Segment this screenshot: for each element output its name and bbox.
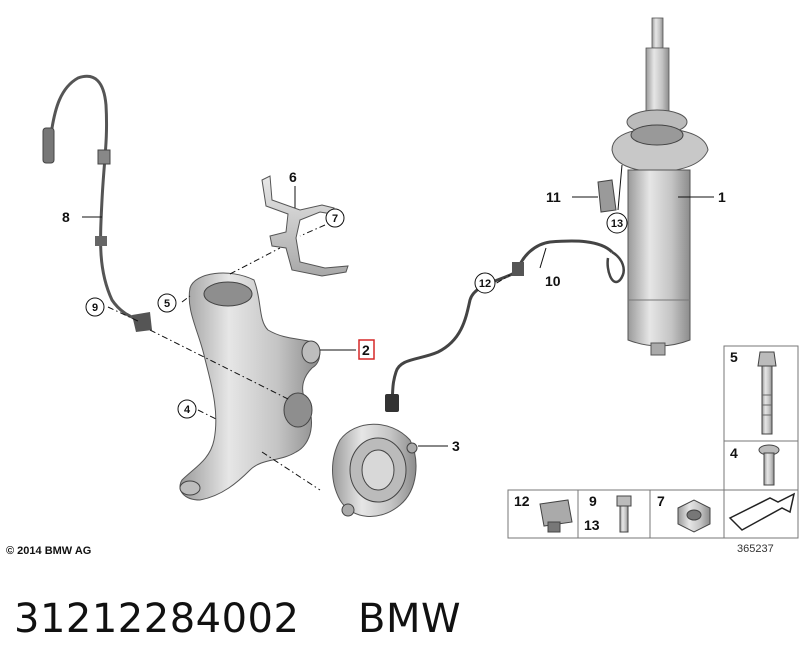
bolt-long-icon [757, 351, 777, 435]
callout-10[interactable]: 10 [545, 273, 561, 289]
screw-icon [616, 495, 632, 533]
callout-5-circle[interactable]: 5 [157, 293, 177, 313]
legend-9[interactable]: 9 [589, 493, 597, 509]
callout-4-circle[interactable]: 4 [177, 399, 197, 419]
legend-12[interactable]: 12 [514, 493, 530, 509]
legend-13[interactable]: 13 [584, 517, 600, 533]
callout-5: 5 [164, 298, 170, 310]
shock-absorber [597, 17, 709, 356]
highlight-box [358, 339, 375, 360]
callout-13: 13 [611, 218, 623, 230]
leader-lines [82, 164, 714, 491]
callout-9: 9 [92, 302, 98, 314]
brand-name: BMW [358, 596, 461, 642]
callout-3[interactable]: 3 [452, 438, 460, 454]
legend-4[interactable]: 4 [730, 445, 738, 461]
callout-2[interactable]: 2 [362, 342, 370, 358]
bolt-short-icon [758, 444, 780, 486]
callout-11[interactable]: 11 [546, 189, 561, 205]
callout-6[interactable]: 6 [289, 169, 297, 185]
bracket [261, 175, 349, 277]
wheel-speed-sensor [42, 74, 152, 332]
legend-7[interactable]: 7 [657, 493, 665, 509]
fastener-legend: 5 4 12 9 13 7 [507, 345, 799, 539]
callout-9-circle[interactable]: 9 [85, 297, 105, 317]
clip-icon [539, 499, 573, 533]
callout-4: 4 [184, 404, 191, 416]
wheel-hub [332, 423, 418, 517]
part-number: 31212284002 [14, 596, 299, 642]
diagram-reference-number: 365237 [737, 543, 774, 555]
arrow-icon [728, 492, 796, 531]
callout-12-circle[interactable]: 12 [474, 272, 496, 294]
steering-knuckle [179, 272, 321, 501]
callout-7: 7 [332, 213, 338, 225]
callout-13-circle[interactable]: 13 [606, 212, 628, 234]
callout-12: 12 [479, 278, 491, 290]
legend-5[interactable]: 5 [730, 349, 738, 365]
callout-7-circle[interactable]: 7 [325, 208, 345, 228]
sensor-cable [385, 239, 625, 412]
callout-8[interactable]: 8 [62, 209, 70, 225]
nut-icon [677, 499, 711, 533]
copyright-text: © 2014 BMW AG [6, 545, 91, 557]
callout-1[interactable]: 1 [718, 189, 726, 205]
